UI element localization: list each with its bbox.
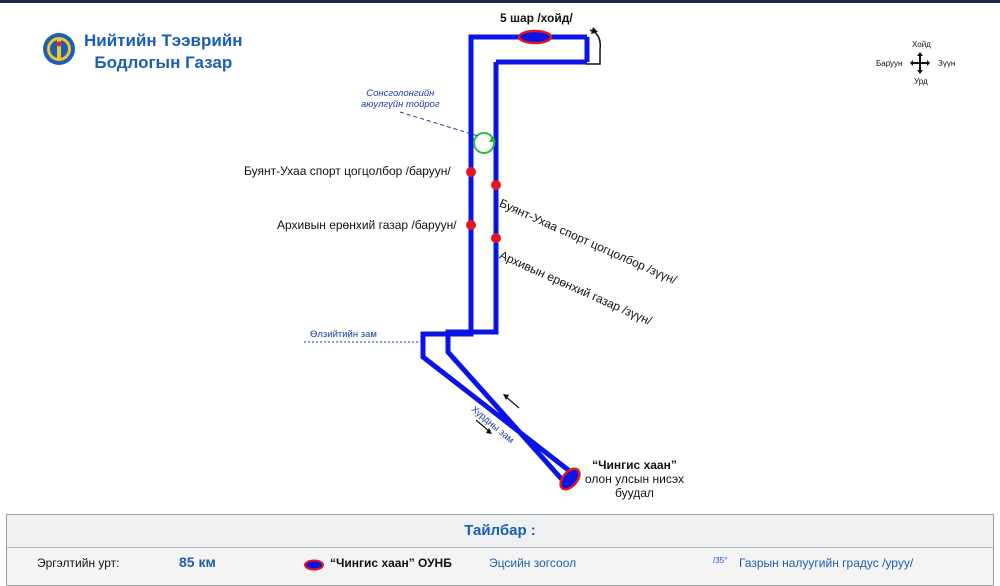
stop-marker-west-2: [466, 220, 476, 230]
airport-label-line2: олон улсын нисэх: [585, 472, 684, 486]
legend-terminal-icon: [303, 559, 325, 574]
stop-label-west-1: Буянт-Ухаа спорт цогцолбор /баруун/: [244, 164, 451, 178]
legend-terminal-label: “Чингис хаан” ОУНБ: [330, 556, 452, 570]
terminal-airport-marker: [559, 467, 581, 491]
compass-south: Урд: [914, 77, 928, 86]
top-point-label: 5 шар /хойд/: [500, 11, 573, 25]
roundabout-arrow-icon: [489, 136, 496, 142]
legend-stop-label: Эцсийн зогсоол: [489, 556, 577, 570]
roundabout-leader: [399, 111, 479, 137]
airport-label-line1: “Чингис хаан”: [592, 458, 677, 472]
legend-grade-symbol: /35°: [713, 556, 728, 565]
stop-label-west-2: Архивын ерөнхий газар /баруун/: [277, 218, 457, 232]
compass-rose: Хойд Баруун Зүүн Урд: [876, 40, 960, 88]
direction-arrowhead-down-icon: [486, 428, 492, 434]
top-rule: [0, 0, 1000, 3]
org-name-line2: Бодлогын Газар: [94, 53, 233, 72]
airport-label: “Чингис хаан” олон улсын нисэх буудал: [585, 458, 684, 500]
compass-north: Хойд: [912, 40, 931, 49]
airport-label-line3: буудал: [615, 486, 654, 500]
legend-row: Эргэлтийн урт: 85 км “Чингис хаан” ОУНБ …: [7, 548, 993, 584]
org-name-line1: Нийтийн Тээврийн: [84, 31, 243, 50]
compass-west: Баруун: [876, 59, 903, 68]
route-map: [304, 27, 602, 491]
legend-grade-label: Газрын налуугийн градус /уруу/: [739, 556, 914, 570]
legend-panel: Тайлбар : Эргэлтийн урт: 85 км “Чингис х…: [6, 514, 994, 586]
roundabout-icon: [473, 132, 495, 154]
turn-arrowhead-icon: [591, 27, 598, 34]
direction-arrowhead-up-icon: [503, 394, 509, 400]
direction-arrow-down: [475, 419, 491, 433]
legend-title: Тайлбар :: [7, 515, 993, 548]
cross-street-label: Өлзийтийн зам: [310, 329, 377, 340]
four-way-arrow-icon: [910, 52, 930, 74]
direction-arrow-up: [504, 395, 520, 409]
soyombo-emblem-icon: [43, 33, 75, 65]
compass-east: Зүүн: [938, 59, 956, 68]
roundabout-label-line2: аюулгүйн тойрог: [361, 99, 440, 110]
roundabout-label-line1: Сонсголонгийн: [366, 88, 435, 99]
organization-header: Нийтийн Тээврийн Бодлогын Газар: [42, 30, 243, 74]
terminal-north-marker: [517, 29, 553, 45]
stop-marker-east-1: [491, 180, 501, 190]
roundabout-label: Сонсголонгийн аюулгүйн тойрог: [361, 88, 440, 110]
stop-marker-east-2: [491, 233, 501, 243]
legend-length-value: 85 км: [179, 554, 216, 570]
legend-length-label: Эргэлтийн урт:: [37, 556, 120, 570]
stop-marker-west-1: [466, 167, 476, 177]
